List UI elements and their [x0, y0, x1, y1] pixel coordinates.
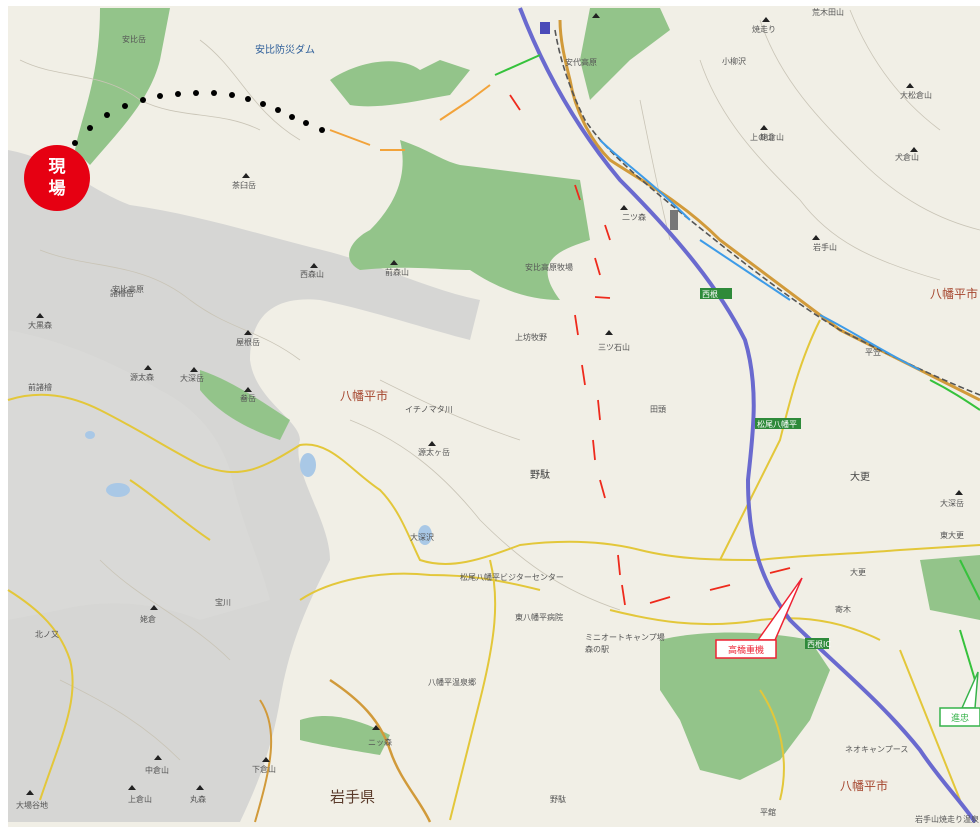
label-pt-44: 寄木 [835, 604, 851, 614]
site-marker-line1: 現 [49, 157, 66, 177]
label-pt-55: 下倉山 [252, 764, 276, 774]
label-pt-16: 松尾八幡平ビジターセンター [460, 572, 564, 582]
label-pt-65: 平舘 [760, 807, 776, 817]
label-pt-14: イチノマタ川 [405, 405, 453, 414]
label-pt-15: 野駄 [530, 468, 550, 481]
label-pt-18: ミニオートキャンプ場 [585, 632, 665, 642]
ic-label-nishine-ic: 西根IC [807, 639, 831, 649]
site-marker[interactable]: 現 場 [24, 145, 90, 211]
label-dam: 安比防災ダム [255, 43, 315, 56]
route-blue [599, 139, 921, 371]
label-pt-22: 田頭 [650, 405, 666, 414]
label-pt-57: 丸森 [190, 794, 206, 804]
peak-markers [26, 13, 963, 795]
streams [19, 9, 980, 761]
grey-park-area-2 [8, 330, 270, 620]
forest-areas [75, 8, 980, 780]
label-pt-50: 安比高原 [112, 284, 144, 294]
callout-red-text: 高橋重機 [728, 644, 764, 656]
label-pt-9: 大黒森 [28, 320, 52, 330]
prefecture-roads [7, 319, 980, 821]
lakes [85, 431, 432, 545]
dotted-trail[interactable] [72, 90, 325, 146]
route-orange [329, 84, 491, 151]
label-pt-34: 安比高原牧場 [525, 262, 573, 272]
label-pt-42: 東大更 [940, 530, 964, 540]
label-pt-56: 上倉山 [128, 794, 152, 804]
label-pt-58: 姥倉 [140, 614, 156, 624]
label-pt-26: 姥倉山 [760, 132, 784, 142]
label-pt-29: 焼走り [752, 25, 776, 34]
label-pt-27: 犬倉山 [895, 152, 919, 162]
label-pt-45: ネオキャンプース [845, 745, 908, 754]
label-pt-21: 上坊牧野 [515, 332, 547, 342]
ic-label-nishine: 西根 [702, 289, 718, 299]
label-pt-40: 上の山 [750, 132, 774, 142]
label-pt-11: 前諸檜 [28, 382, 52, 392]
label-pt-33: 安代高原 [565, 57, 597, 67]
label-city-2: 八幡平市 [930, 286, 978, 301]
label-city-3: 八幡平市 [840, 778, 888, 793]
label-prefecture: 岩手県 [330, 788, 375, 806]
label-pt-8: 畚岳 [240, 393, 256, 403]
label-pt-3: 西森山 [300, 269, 324, 279]
label-pt-37: 大更 [850, 470, 870, 483]
label-pt-25: 岩手山 [813, 242, 837, 252]
route-green [494, 54, 980, 681]
label-pt-43: ニッ森 [368, 737, 392, 747]
label-pt-63: 野駄 [550, 794, 566, 804]
label-pt-30: 平笠 [865, 347, 881, 357]
label-pt-6: 大深岳 [180, 373, 204, 383]
frame-left [0, 0, 8, 827]
label-pt-48: 小柳沢 [722, 56, 746, 66]
frame-top [0, 0, 980, 6]
ic-label-matsuo: 松尾八幡平 [757, 419, 797, 429]
local-road-west [254, 699, 273, 823]
label-pt-23: 二ツ森 [622, 212, 646, 222]
label-pt-12: 源太ヶ岳 [418, 447, 450, 457]
label-pt-59: 大深岳 [940, 498, 964, 508]
label-pt-52: 宝川 [215, 597, 231, 607]
national-road-west [329, 678, 432, 823]
route-red-arrows [509, 94, 791, 606]
label-pt-46: 岩手山焼走り温泉 [915, 814, 979, 824]
label-pt-28: 大松倉山 [900, 90, 932, 100]
ic-badges: 西根 松尾八幡平 西根IC [540, 22, 831, 649]
label-pt-5: 屋根岳 [236, 337, 260, 347]
label-pt-1: 安比岳 [122, 34, 146, 44]
callout-red[interactable]: 高橋重機 [715, 577, 803, 659]
callout-green-text: 進忠 [951, 712, 969, 724]
expressway [518, 7, 977, 824]
label-pt-19: 森の駅 [585, 644, 609, 654]
label-pt-64: 大更 [850, 567, 866, 577]
label-pt-32: 荒木田山 [812, 7, 844, 17]
label-pt-4: 茶臼岳 [232, 180, 256, 190]
label-pt-54: 中倉山 [145, 765, 169, 775]
label-pt-10: 諸檜岳 [110, 288, 134, 298]
label-pt-24: 三ツ石山 [598, 342, 630, 352]
label-pt-17: 東八幡平病院 [515, 612, 563, 622]
label-pt-20: 八幡平温泉郷 [428, 677, 476, 687]
national-road [558, 19, 980, 402]
label-pt-49: 大場谷地 [16, 800, 48, 810]
label-city-1: 八幡平市 [340, 388, 388, 403]
site-marker-line2: 場 [49, 179, 66, 199]
label-pt-47: 北ノ又 [35, 630, 59, 639]
label-pt-7: 源太森 [130, 372, 154, 382]
label-pt-13: 大深沢 [410, 532, 434, 542]
callout-green[interactable]: 進忠 [939, 671, 980, 727]
grey-park-area [8, 150, 480, 822]
label-pt-2: 前森山 [385, 267, 409, 277]
